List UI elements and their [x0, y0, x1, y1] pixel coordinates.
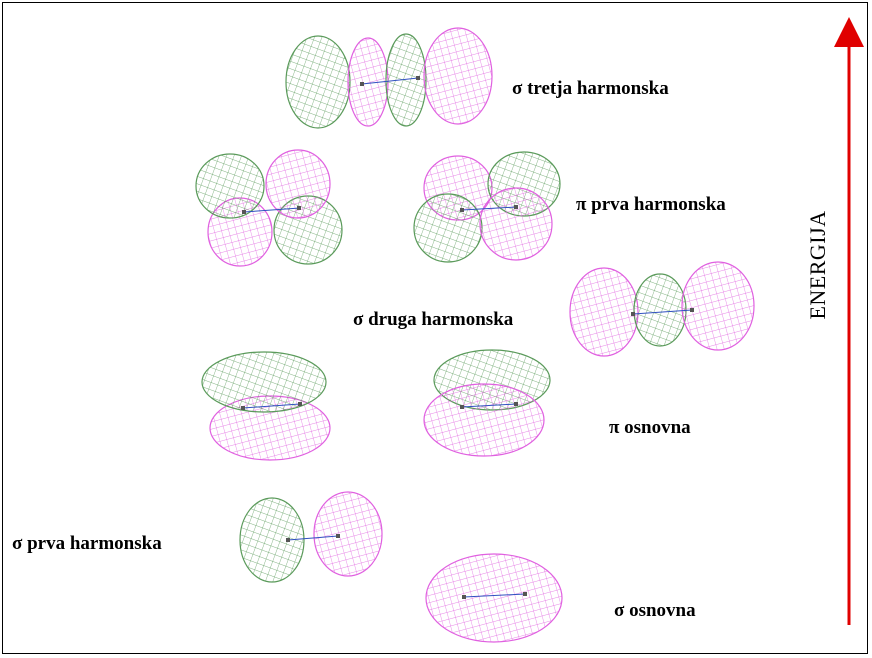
label-pi-first: π prva harmonska — [576, 194, 726, 216]
label-pi-ground: π osnovna — [609, 417, 691, 439]
orbital-sigma-second — [570, 262, 754, 356]
orbital-sigma-first — [240, 492, 382, 582]
label-sigma-ground: σ osnovna — [614, 600, 696, 622]
orbital-pi-ground-left — [202, 352, 330, 460]
orbital-pi-first-right — [414, 152, 560, 262]
energy-axis-label: ENERGIJA — [805, 210, 831, 319]
orbital-sigma-third — [286, 28, 492, 128]
label-sigma-third: σ tretja harmonska — [512, 78, 669, 100]
orbital-pi-ground-right — [424, 350, 550, 456]
orbital-pi-first-left — [196, 150, 342, 266]
orbital-sigma-ground — [426, 554, 562, 642]
label-sigma-first: σ prva harmonska — [12, 533, 162, 555]
label-sigma-second: σ druga harmonska — [353, 309, 513, 331]
